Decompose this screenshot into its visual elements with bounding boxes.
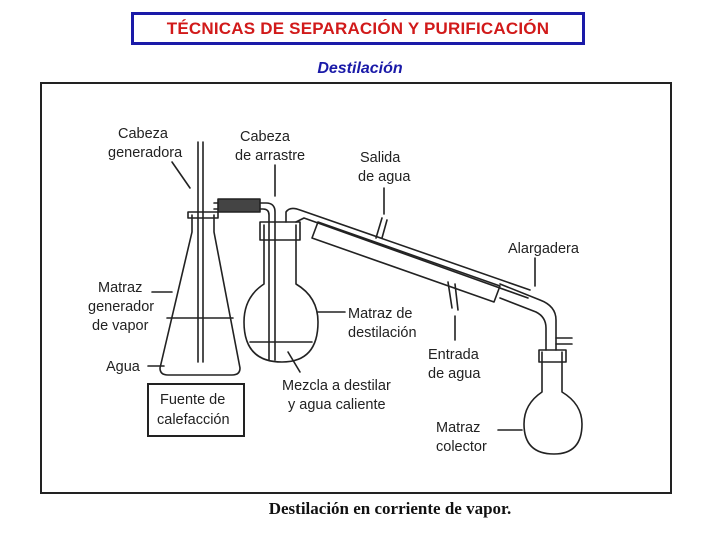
generator-neck-rim <box>187 211 219 219</box>
water-inlet <box>447 281 459 311</box>
heat-source-box <box>147 383 245 437</box>
page-subtitle: Destilación <box>317 60 403 77</box>
adapter-side-arm <box>555 337 573 345</box>
figure-caption: Destilación en corriente de vapor. <box>268 499 512 518</box>
page-title: TÉCNICAS DE SEPARACIÓN Y PURIFICACIÓN <box>166 18 550 38</box>
label-matraz-generador-2: generador <box>88 299 154 315</box>
water-outlet <box>375 217 388 239</box>
label-cabeza-arrastre-2: de arrastre <box>235 148 305 164</box>
leader-cabeza-generadora <box>171 161 191 189</box>
label-matraz-colector-1: Matraz <box>436 420 480 436</box>
label-cabeza-generadora-1: Cabeza <box>118 126 169 142</box>
title-box: TÉCNICAS DE SEPARACIÓN Y PURIFICACIÓN <box>131 12 585 45</box>
steam-generator-flask <box>159 214 241 376</box>
label-cabeza-arrastre-1: Cabeza <box>240 129 291 145</box>
label-fuente-calefaccion-2: calefacción <box>157 412 230 428</box>
diagram-frame <box>40 82 672 494</box>
receiving-flask <box>523 351 583 455</box>
distillation-flask-rim <box>259 221 301 241</box>
label-mezcla-2: y agua caliente <box>288 397 386 413</box>
label-agua: Agua <box>106 359 141 375</box>
label-salida-agua-1: Salida <box>360 150 401 166</box>
adapter <box>499 283 557 351</box>
distillation-head <box>285 207 531 299</box>
label-matraz-destilacion-2: destilación <box>348 325 417 341</box>
label-fuente-calefaccion-1: Fuente de <box>160 392 225 408</box>
label-entrada-agua-2: de agua <box>428 366 481 382</box>
label-matraz-generador-3: de vapor <box>92 318 149 334</box>
leader-mezcla <box>287 351 301 373</box>
receiving-flask-rim <box>538 349 567 363</box>
label-entrada-agua-1: Entrada <box>428 347 480 363</box>
distillation-flask <box>243 224 319 363</box>
label-matraz-generador-1: Matraz <box>98 280 142 296</box>
label-alargadera: Alargadera <box>508 241 580 257</box>
label-mezcla-1: Mezcla a destilar <box>282 378 391 394</box>
label-cabeza-generadora-2: generadora <box>108 145 183 161</box>
rubber-joint <box>217 198 261 213</box>
label-matraz-colector-2: colector <box>436 439 487 455</box>
label-matraz-destilacion-1: Matraz de <box>348 306 412 322</box>
label-salida-agua-2: de agua <box>358 169 411 185</box>
connection-tube <box>213 202 276 361</box>
condenser-jacket <box>311 221 501 303</box>
